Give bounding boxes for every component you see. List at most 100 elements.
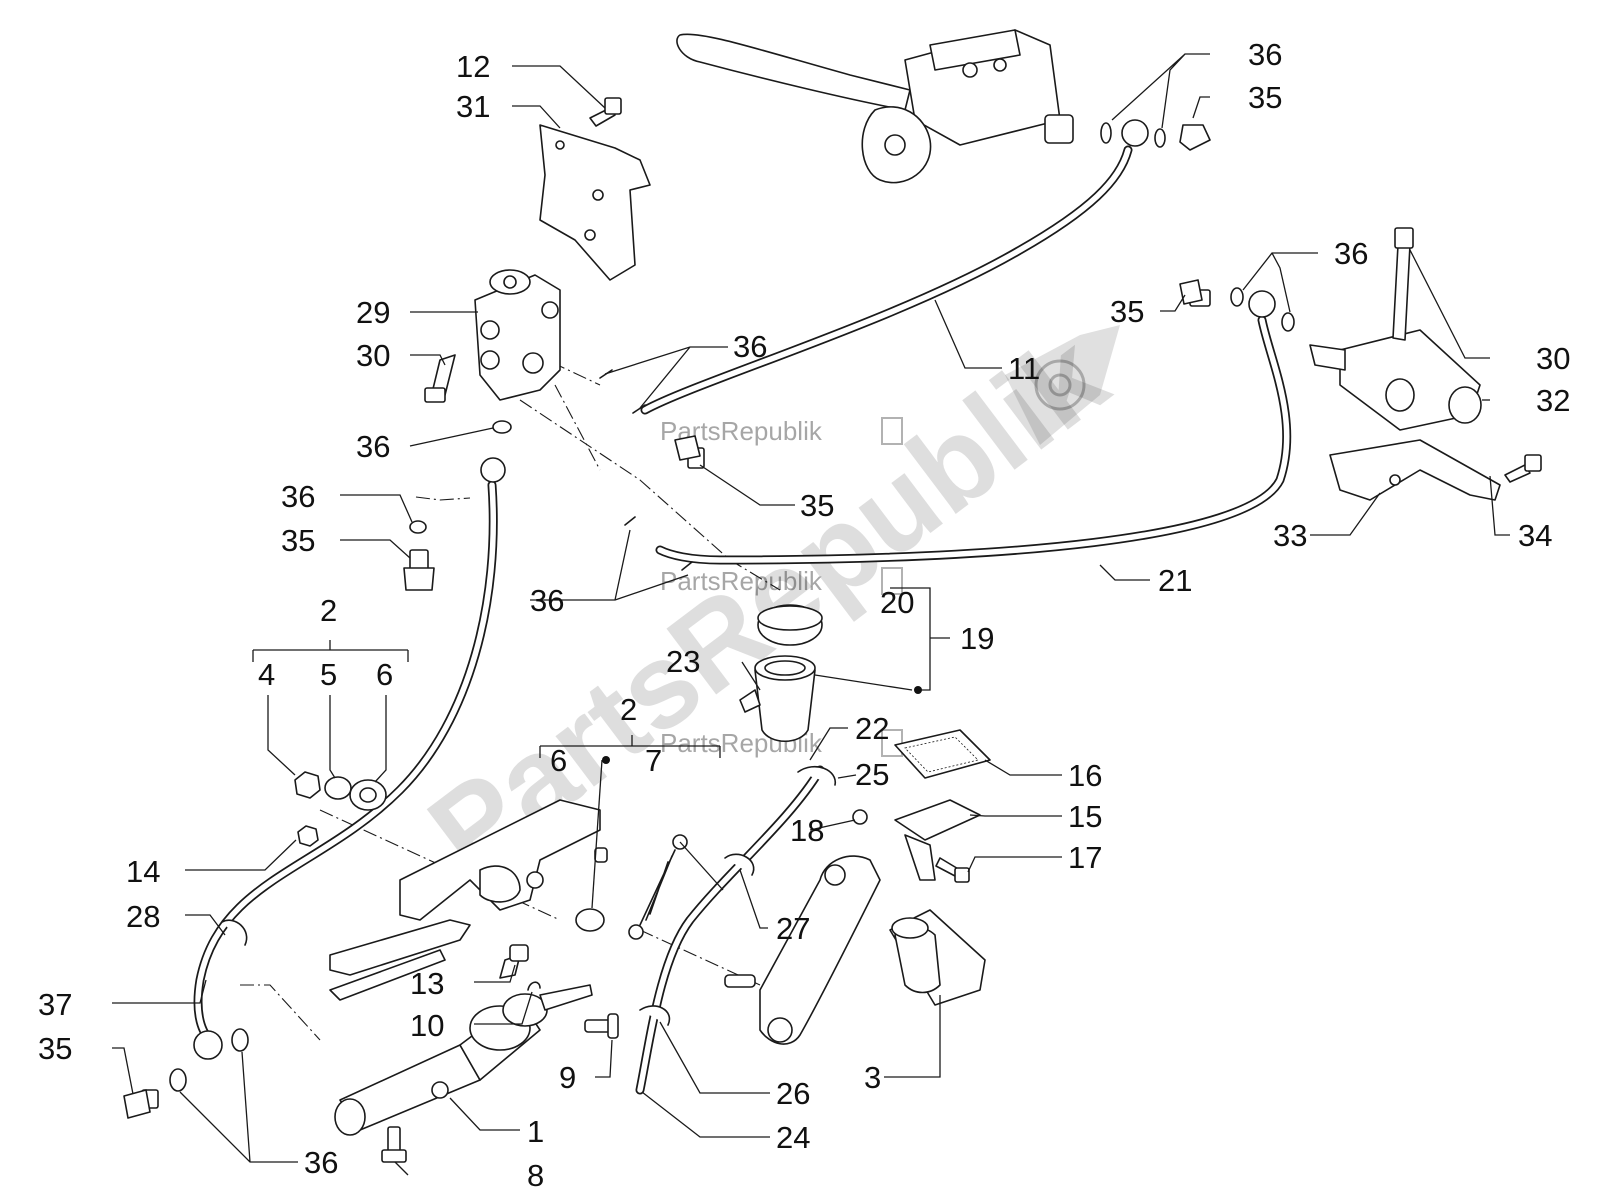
- callout-35: 35: [1248, 80, 1282, 115]
- banjo-37: [193, 1030, 223, 1060]
- callout-2: 2: [320, 593, 337, 628]
- callout-27: 27: [776, 911, 810, 946]
- ref-dot-2b: [602, 756, 610, 764]
- washer-36-bottom-b: [231, 1028, 249, 1052]
- pedal-bracket: [399, 799, 608, 921]
- callout-26: 26: [776, 1076, 810, 1111]
- banjo-bolt-35-left: [403, 549, 435, 591]
- callout-18: 18: [790, 813, 824, 848]
- boot-3: [889, 909, 986, 1006]
- callout-29: 29: [356, 295, 390, 330]
- hose-11: [640, 145, 1133, 415]
- rear-brake-cylinder-32: [1309, 329, 1482, 431]
- callout-36: 36: [356, 429, 390, 464]
- callout-35: 35: [38, 1031, 72, 1066]
- callout-37: 37: [38, 987, 72, 1022]
- hose-21: [655, 315, 1292, 565]
- watermark-small-1: PartsRepublik: [660, 416, 903, 446]
- nut-18: [852, 809, 868, 825]
- callout-35: 35: [1110, 294, 1144, 329]
- nut-14: [297, 825, 319, 847]
- bolt-34: [1504, 454, 1542, 483]
- callout-12: 12: [456, 49, 490, 84]
- callout-16: 16: [1068, 758, 1102, 793]
- top-banjo-fittings: [1100, 119, 1211, 151]
- bolt-30-left: [424, 354, 456, 403]
- bolt-17: [935, 857, 970, 883]
- spring-7: [628, 834, 688, 940]
- callout-35: 35: [800, 488, 834, 523]
- callout-8: 8: [527, 1158, 544, 1193]
- callout-30: 30: [1536, 341, 1570, 376]
- callout-2: 2: [620, 692, 637, 727]
- svg-text:PartsRepublik: PartsRepublik: [660, 566, 823, 596]
- pedal-plate-15: [894, 799, 981, 881]
- hose-28: [193, 480, 498, 1045]
- callout-5: 5: [320, 657, 337, 692]
- callout-35: 35: [281, 523, 315, 558]
- clip-23: [739, 689, 761, 713]
- reservoir-19: [754, 655, 816, 743]
- callout-36: 36: [530, 583, 564, 618]
- washer-36-left: [409, 520, 427, 534]
- banjo-bolt-35-mid: [674, 435, 705, 469]
- clamp-27: [724, 853, 755, 876]
- ref-dot-19: [914, 686, 922, 694]
- washer-36-bottom-a: [169, 1068, 187, 1092]
- clip-10: [527, 981, 541, 991]
- callout-6: 6: [376, 657, 393, 692]
- callout-21: 21: [1158, 563, 1192, 598]
- callout-1: 1: [527, 1114, 544, 1149]
- callout-33: 33: [1273, 518, 1307, 553]
- bushing-6b: [575, 908, 605, 932]
- callout-15: 15: [1068, 799, 1102, 834]
- callout-25: 25: [855, 757, 889, 792]
- plate-13-base: [329, 919, 471, 1001]
- callout-36: 36: [281, 479, 315, 514]
- callout-6: 6: [550, 743, 567, 778]
- banjo-bolt-35-bottom: [123, 1089, 159, 1119]
- front-brake-lever-and-master-cylinder: [676, 29, 1074, 184]
- washer-5: [324, 776, 352, 800]
- callout-9: 9: [559, 1060, 576, 1095]
- washer-36-right-b: [1281, 312, 1295, 332]
- callout-28: 28: [126, 899, 160, 934]
- callout-14: 14: [126, 854, 160, 889]
- washer-36-right-a: [1230, 287, 1244, 307]
- callout-13: 13: [410, 966, 444, 1001]
- brake-pedal-arm: [724, 855, 881, 1045]
- callout-31: 31: [456, 89, 490, 124]
- callout-20: 20: [880, 585, 914, 620]
- bracket-33: [1329, 439, 1501, 501]
- pedal-rubber-16: [894, 729, 991, 779]
- callout-10: 10: [410, 1008, 444, 1043]
- callout-24: 24: [776, 1120, 810, 1155]
- callout-23: 23: [666, 644, 700, 679]
- watermark-gear-icon: [1005, 325, 1120, 445]
- banjo-21-top: [1248, 290, 1276, 318]
- banjo-28-top: [480, 457, 506, 483]
- callout-19: 19: [960, 621, 994, 656]
- pin-9: [584, 1013, 619, 1039]
- callout-17: 17: [1068, 840, 1102, 875]
- bolt-8: [381, 1126, 407, 1163]
- watermark-small-2: PartsRepublik: [660, 566, 903, 596]
- callout-36: 36: [1334, 236, 1368, 271]
- bracket-31: [539, 124, 651, 281]
- callout-7: 7: [645, 743, 662, 778]
- brake-distributor-29: [474, 269, 561, 401]
- callout-36: 36: [1248, 37, 1282, 72]
- callout-30: 30: [356, 338, 390, 373]
- bushing-6a: [349, 779, 387, 811]
- callout-labels: 12 31 29 30 36 36 35 2 4 5 6 14 28 37 35…: [38, 37, 1570, 1193]
- brake-hoses: [193, 145, 1292, 1095]
- clamp-25: [797, 766, 836, 786]
- nut-4: [294, 771, 321, 799]
- reservoir-cap-20: [757, 604, 823, 646]
- callout-11: 11: [1008, 351, 1040, 386]
- hose-24: [635, 765, 825, 1095]
- rear-master-cylinder-1: [334, 984, 593, 1136]
- callout-36: 36: [733, 329, 767, 364]
- banjo-bolt-35-right: [1179, 279, 1211, 307]
